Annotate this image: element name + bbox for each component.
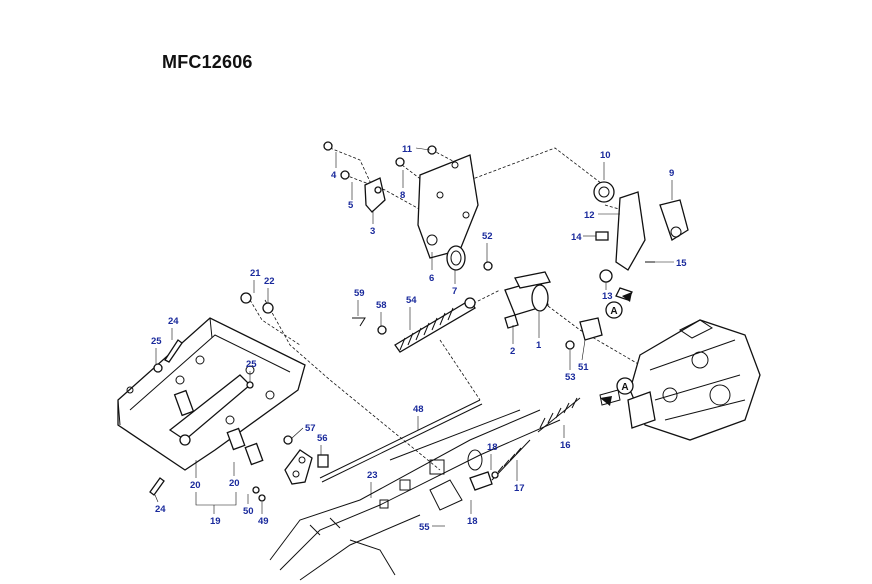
side-plate bbox=[417, 154, 479, 271]
callout-24b: 24 bbox=[155, 504, 166, 515]
callout-12: 12 bbox=[584, 210, 595, 221]
spring-shaft bbox=[352, 297, 476, 353]
callout-22: 22 bbox=[264, 276, 275, 287]
callout-3: 3 bbox=[370, 226, 375, 237]
fasteners-left bbox=[149, 292, 293, 502]
lever-assembly bbox=[483, 261, 603, 350]
callout-14: 14 bbox=[571, 232, 582, 243]
callout-13: 13 bbox=[602, 291, 613, 302]
mounting-bracket bbox=[117, 317, 306, 471]
callout-20b: 20 bbox=[229, 478, 240, 489]
callout-5: 5 bbox=[348, 200, 354, 211]
callout-25a: 25 bbox=[151, 336, 162, 347]
view-marker-a2: A bbox=[621, 382, 628, 393]
callout-10: 10 bbox=[600, 150, 611, 161]
callout-51: 51 bbox=[578, 362, 589, 373]
transmission-unit bbox=[599, 319, 761, 441]
callout-59: 59 bbox=[354, 288, 365, 299]
callout-8: 8 bbox=[400, 190, 405, 201]
view-marker-a1: A bbox=[610, 306, 617, 317]
chassis-frame bbox=[269, 409, 561, 581]
callout-16: 16 bbox=[560, 440, 571, 451]
right-bracket bbox=[593, 181, 689, 301]
view-marker-a: A A bbox=[600, 292, 634, 406]
callout-1: 1 bbox=[536, 340, 542, 351]
tension-spring bbox=[469, 397, 581, 491]
callout-48: 48 bbox=[413, 404, 424, 415]
callout-6: 6 bbox=[429, 273, 434, 284]
callout-56: 56 bbox=[317, 433, 328, 444]
callout-52: 52 bbox=[482, 231, 493, 242]
callout-19: 19 bbox=[210, 516, 221, 527]
leader-lines bbox=[154, 147, 674, 527]
callout-49: 49 bbox=[258, 516, 269, 527]
drawing-code: MFC12606 bbox=[162, 52, 253, 72]
callout-54: 54 bbox=[406, 295, 417, 306]
callout-50: 50 bbox=[243, 506, 254, 517]
callout-18a: 18 bbox=[487, 442, 498, 453]
callout-20a: 20 bbox=[190, 480, 201, 491]
callout-4: 4 bbox=[331, 170, 337, 181]
callout-55: 55 bbox=[419, 522, 430, 533]
callout-23: 23 bbox=[367, 470, 378, 481]
callout-25b: 25 bbox=[246, 359, 257, 370]
callout-21: 21 bbox=[250, 268, 261, 279]
callout-57: 57 bbox=[305, 423, 316, 434]
guide-lines bbox=[249, 147, 641, 471]
callout-15: 15 bbox=[676, 258, 687, 269]
callout-9: 9 bbox=[669, 168, 674, 179]
callout-58: 58 bbox=[376, 300, 387, 311]
callout-53: 53 bbox=[565, 372, 576, 383]
callout-2: 2 bbox=[510, 346, 515, 357]
callout-17: 17 bbox=[514, 483, 525, 494]
callout-18b: 18 bbox=[467, 516, 478, 527]
callout-11: 11 bbox=[402, 144, 413, 155]
callout-7: 7 bbox=[452, 286, 457, 297]
pivot-link bbox=[284, 449, 329, 485]
callout-labels: 4 5 3 11 8 6 7 10 9 12 14 15 13 52 59 58… bbox=[151, 144, 687, 533]
callout-24a: 24 bbox=[168, 316, 179, 327]
control-rod bbox=[319, 399, 483, 483]
